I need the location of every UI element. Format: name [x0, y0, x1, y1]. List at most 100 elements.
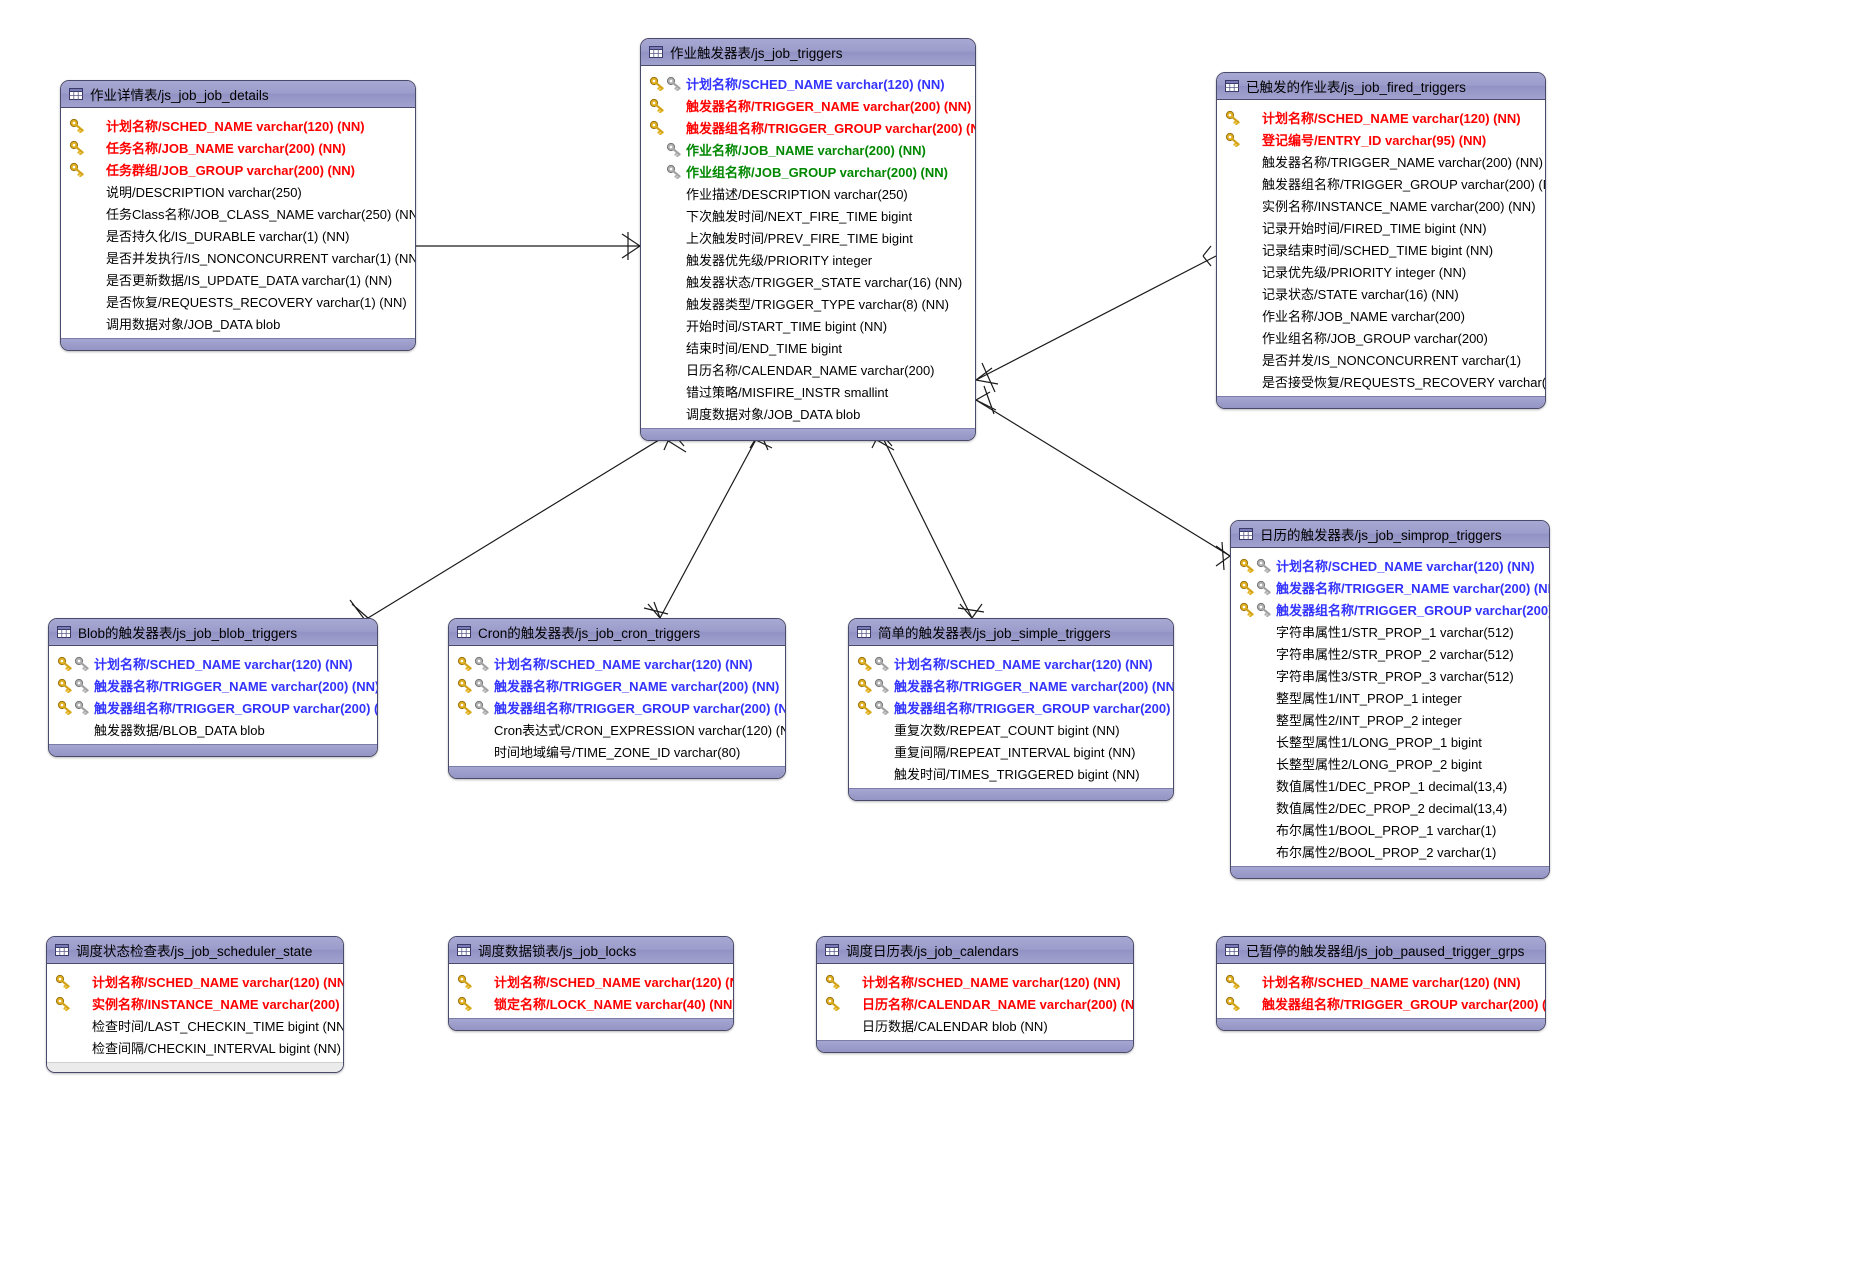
column-row[interactable]: 是否持久化/IS_DURABLE varchar(1) (NN): [61, 224, 415, 246]
column-row[interactable]: 字符串属性1/STR_PROP_1 varchar(512): [1231, 620, 1549, 642]
column-row[interactable]: 检查间隔/CHECKIN_INTERVAL bigint (NN): [47, 1036, 343, 1058]
column-row[interactable]: 触发器组名称/TRIGGER_GROUP varchar(200) (NN): [1231, 598, 1549, 620]
column-row[interactable]: 重复次数/REPEAT_COUNT bigint (NN): [849, 718, 1173, 740]
column-row[interactable]: 计划名称/SCHED_NAME varchar(120) (NN): [817, 970, 1133, 992]
column-row[interactable]: 实例名称/INSTANCE_NAME varchar(200) (NN): [1217, 194, 1545, 216]
column-row[interactable]: 登记编号/ENTRY_ID varchar(95) (NN): [1217, 128, 1545, 150]
table-header-js_job_simprop_triggers[interactable]: 日历的触发器表/js_job_simprop_triggers: [1231, 521, 1549, 548]
column-row[interactable]: 记录状态/STATE varchar(16) (NN): [1217, 282, 1545, 304]
table-header-js_job_job_details[interactable]: 作业详情表/js_job_job_details: [61, 81, 415, 108]
table-js_job_simple_triggers[interactable]: 简单的触发器表/js_job_simple_triggers 计划名称/SCHED…: [848, 618, 1174, 801]
column-row[interactable]: 字符串属性2/STR_PROP_2 varchar(512): [1231, 642, 1549, 664]
table-js_job_fired_triggers[interactable]: 已触发的作业表/js_job_fired_triggers 计划名称/SCHED_…: [1216, 72, 1546, 409]
column-row[interactable]: 是否恢复/REQUESTS_RECOVERY varchar(1) (NN): [61, 290, 415, 312]
table-js_job_simprop_triggers[interactable]: 日历的触发器表/js_job_simprop_triggers 计划名称/SCHE…: [1230, 520, 1550, 879]
table-js_job_scheduler_state[interactable]: 调度状态检查表/js_job_scheduler_state 计划名称/SCHED…: [46, 936, 344, 1073]
column-row[interactable]: 记录结束时间/SCHED_TIME bigint (NN): [1217, 238, 1545, 260]
table-js_job_job_details[interactable]: 作业详情表/js_job_job_details 计划名称/SCHED_NAME …: [60, 80, 416, 351]
column-row[interactable]: Cron表达式/CRON_EXPRESSION varchar(120) (NN…: [449, 718, 785, 740]
table-header-js_job_calendars[interactable]: 调度日历表/js_job_calendars: [817, 937, 1133, 964]
column-row[interactable]: 触发器名称/TRIGGER_NAME varchar(200) (NN): [449, 674, 785, 696]
column-row[interactable]: 触发器名称/TRIGGER_NAME varchar(200) (NN): [849, 674, 1173, 696]
column-row[interactable]: 整型属性2/INT_PROP_2 integer: [1231, 708, 1549, 730]
column-row[interactable]: 作业组名称/JOB_GROUP varchar(200): [1217, 326, 1545, 348]
column-row[interactable]: 触发器类型/TRIGGER_TYPE varchar(8) (NN): [641, 292, 975, 314]
column-row[interactable]: 日历名称/CALENDAR_NAME varchar(200): [641, 358, 975, 380]
column-row[interactable]: 锁定名称/LOCK_NAME varchar(40) (NN): [449, 992, 733, 1014]
column-row[interactable]: 触发时间/TIMES_TRIGGERED bigint (NN): [849, 762, 1173, 784]
column-row[interactable]: 计划名称/SCHED_NAME varchar(120) (NN): [449, 652, 785, 674]
column-row[interactable]: 检查时间/LAST_CHECKIN_TIME bigint (NN): [47, 1014, 343, 1036]
column-row[interactable]: 触发器组名称/TRIGGER_GROUP varchar(200) (NN): [1217, 172, 1545, 194]
column-row[interactable]: 任务群组/JOB_GROUP varchar(200) (NN): [61, 158, 415, 180]
column-row[interactable]: 是否接受恢复/REQUESTS_RECOVERY varchar(1): [1217, 370, 1545, 392]
column-row[interactable]: 任务名称/JOB_NAME varchar(200) (NN): [61, 136, 415, 158]
column-row[interactable]: 计划名称/SCHED_NAME varchar(120) (NN): [641, 72, 975, 94]
column-row[interactable]: 计划名称/SCHED_NAME varchar(120) (NN): [1217, 106, 1545, 128]
column-row[interactable]: 计划名称/SCHED_NAME varchar(120) (NN): [61, 114, 415, 136]
table-js_job_blob_triggers[interactable]: Blob的触发器表/js_job_blob_triggers 计划名称/SCHED…: [48, 618, 378, 757]
column-row[interactable]: 时间地域编号/TIME_ZONE_ID varchar(80): [449, 740, 785, 762]
column-row[interactable]: 触发器组名称/TRIGGER_GROUP varchar(200) (NN): [849, 696, 1173, 718]
table-header-js_job_scheduler_state[interactable]: 调度状态检查表/js_job_scheduler_state: [47, 937, 343, 964]
column-row[interactable]: 是否更新数据/IS_UPDATE_DATA varchar(1) (NN): [61, 268, 415, 290]
column-row[interactable]: 触发器组名称/TRIGGER_GROUP varchar(200) (NN): [49, 696, 377, 718]
column-row[interactable]: 触发器名称/TRIGGER_NAME varchar(200) (NN): [641, 94, 975, 116]
column-row[interactable]: 作业组名称/JOB_GROUP varchar(200) (NN): [641, 160, 975, 182]
column-row[interactable]: 是否并发/IS_NONCONCURRENT varchar(1): [1217, 348, 1545, 370]
column-row[interactable]: 布尔属性2/BOOL_PROP_2 varchar(1): [1231, 840, 1549, 862]
column-row[interactable]: 开始时间/START_TIME bigint (NN): [641, 314, 975, 336]
column-row[interactable]: 下次触发时间/NEXT_FIRE_TIME bigint: [641, 204, 975, 226]
table-header-js_job_simple_triggers[interactable]: 简单的触发器表/js_job_simple_triggers: [849, 619, 1173, 646]
column-row[interactable]: 调用数据对象/JOB_DATA blob: [61, 312, 415, 334]
column-row[interactable]: 任务Class名称/JOB_CLASS_NAME varchar(250) (N…: [61, 202, 415, 224]
column-row[interactable]: 作业名称/JOB_NAME varchar(200) (NN): [641, 138, 975, 160]
table-js_job_cron_triggers[interactable]: Cron的触发器表/js_job_cron_triggers 计划名称/SCHED…: [448, 618, 786, 779]
column-row[interactable]: 触发器名称/TRIGGER_NAME varchar(200) (NN): [1217, 150, 1545, 172]
table-js_job_paused_trigger_grps[interactable]: 已暂停的触发器组/js_job_paused_trigger_grps 计划名称/…: [1216, 936, 1546, 1031]
column-row[interactable]: 说明/DESCRIPTION varchar(250): [61, 180, 415, 202]
column-row[interactable]: 作业名称/JOB_NAME varchar(200): [1217, 304, 1545, 326]
column-row[interactable]: 错过策略/MISFIRE_INSTR smallint: [641, 380, 975, 402]
column-row[interactable]: 触发器名称/TRIGGER_NAME varchar(200) (NN): [49, 674, 377, 696]
column-row[interactable]: 触发器组名称/TRIGGER_GROUP varchar(200) (NN): [641, 116, 975, 138]
column-row[interactable]: 数值属性1/DEC_PROP_1 decimal(13,4): [1231, 774, 1549, 796]
column-row[interactable]: 触发器组名称/TRIGGER_GROUP varchar(200) (NN): [449, 696, 785, 718]
table-js_job_locks[interactable]: 调度数据锁表/js_job_locks 计划名称/SCHED_NAME varch…: [448, 936, 734, 1031]
table-header-js_job_blob_triggers[interactable]: Blob的触发器表/js_job_blob_triggers: [49, 619, 377, 646]
column-row[interactable]: 字符串属性3/STR_PROP_3 varchar(512): [1231, 664, 1549, 686]
column-row[interactable]: 计划名称/SCHED_NAME varchar(120) (NN): [49, 652, 377, 674]
column-row[interactable]: 长整型属性2/LONG_PROP_2 bigint: [1231, 752, 1549, 774]
column-row[interactable]: 作业描述/DESCRIPTION varchar(250): [641, 182, 975, 204]
table-header-js_job_cron_triggers[interactable]: Cron的触发器表/js_job_cron_triggers: [449, 619, 785, 646]
table-header-js_job_paused_trigger_grps[interactable]: 已暂停的触发器组/js_job_paused_trigger_grps: [1217, 937, 1545, 964]
column-row[interactable]: 结束时间/END_TIME bigint: [641, 336, 975, 358]
column-row[interactable]: 计划名称/SCHED_NAME varchar(120) (NN): [47, 970, 343, 992]
column-row[interactable]: 长整型属性1/LONG_PROP_1 bigint: [1231, 730, 1549, 752]
column-row[interactable]: 是否并发执行/IS_NONCONCURRENT varchar(1) (NN): [61, 246, 415, 268]
column-row[interactable]: 计划名称/SCHED_NAME varchar(120) (NN): [449, 970, 733, 992]
column-row[interactable]: 数值属性2/DEC_PROP_2 decimal(13,4): [1231, 796, 1549, 818]
column-row[interactable]: 布尔属性1/BOOL_PROP_1 varchar(1): [1231, 818, 1549, 840]
column-row[interactable]: 整型属性1/INT_PROP_1 integer: [1231, 686, 1549, 708]
table-js_job_calendars[interactable]: 调度日历表/js_job_calendars 计划名称/SCHED_NAME va…: [816, 936, 1134, 1053]
column-row[interactable]: 记录开始时间/FIRED_TIME bigint (NN): [1217, 216, 1545, 238]
column-row[interactable]: 重复间隔/REPEAT_INTERVAL bigint (NN): [849, 740, 1173, 762]
column-row[interactable]: 计划名称/SCHED_NAME varchar(120) (NN): [849, 652, 1173, 674]
table-header-js_job_triggers[interactable]: 作业触发器表/js_job_triggers: [641, 39, 975, 66]
column-row[interactable]: 上次触发时间/PREV_FIRE_TIME bigint: [641, 226, 975, 248]
column-row[interactable]: 触发器组名称/TRIGGER_GROUP varchar(200) (NN): [1217, 992, 1545, 1014]
column-row[interactable]: 记录优先级/PRIORITY integer (NN): [1217, 260, 1545, 282]
column-row[interactable]: 触发器状态/TRIGGER_STATE varchar(16) (NN): [641, 270, 975, 292]
column-row[interactable]: 实例名称/INSTANCE_NAME varchar(200) (NN): [47, 992, 343, 1014]
table-js_job_triggers[interactable]: 作业触发器表/js_job_triggers 计划名称/SCHED_NAME va…: [640, 38, 976, 441]
column-row[interactable]: 日历名称/CALENDAR_NAME varchar(200) (NN): [817, 992, 1133, 1014]
column-row[interactable]: 触发器数据/BLOB_DATA blob: [49, 718, 377, 740]
table-header-js_job_fired_triggers[interactable]: 已触发的作业表/js_job_fired_triggers: [1217, 73, 1545, 100]
column-row[interactable]: 计划名称/SCHED_NAME varchar(120) (NN): [1217, 970, 1545, 992]
column-row[interactable]: 日历数据/CALENDAR blob (NN): [817, 1014, 1133, 1036]
column-row[interactable]: 计划名称/SCHED_NAME varchar(120) (NN): [1231, 554, 1549, 576]
table-header-js_job_locks[interactable]: 调度数据锁表/js_job_locks: [449, 937, 733, 964]
column-row[interactable]: 调度数据对象/JOB_DATA blob: [641, 402, 975, 424]
column-row[interactable]: 触发器名称/TRIGGER_NAME varchar(200) (NN): [1231, 576, 1549, 598]
